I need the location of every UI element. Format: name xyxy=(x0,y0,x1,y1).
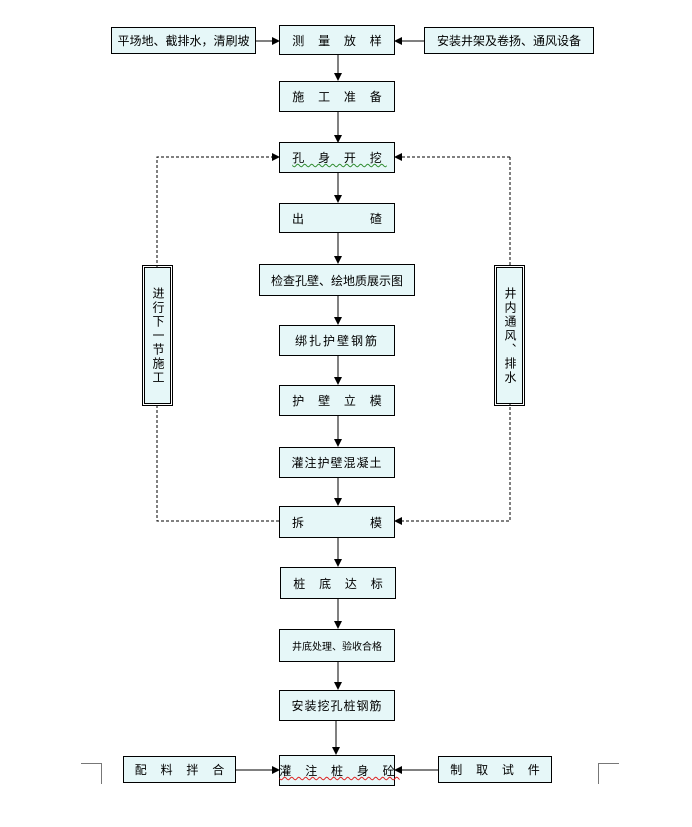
box-muck-out-right: 碴 xyxy=(369,211,382,226)
box-rebar-binding: 绑扎护壁钢筋 xyxy=(279,325,395,356)
box-inspect-wall: 检查孔壁、绘地质展示图 xyxy=(259,264,415,296)
box-hole-excavation: 孔 身 开 挖 xyxy=(279,142,395,173)
box-make-specimens: 制 取 试 件 xyxy=(438,756,552,783)
box-muck-out-left: 出 xyxy=(292,211,305,226)
box-pour-pile-body-label: 灌 注 桩 身 砼 xyxy=(279,764,400,778)
box-hole-excavation-label: 孔 身 开 挖 xyxy=(292,151,387,165)
box-ventilation-drainage: 井内通风、排水 xyxy=(494,265,525,406)
box-muck-out: 出 碴 xyxy=(279,203,395,233)
box-wall-formwork: 护 壁 立 模 xyxy=(279,385,395,416)
box-pour-wall-concrete: 灌注护壁混凝土 xyxy=(279,447,395,478)
box-mix-materials: 配 料 拌 合 xyxy=(123,756,236,783)
box-demold: 拆 模 xyxy=(279,506,395,538)
box-install-pile-rebar: 安装挖孔桩钢筋 xyxy=(279,690,395,721)
box-next-section: 进行下一节施工 xyxy=(142,265,173,406)
dashed-loop-left xyxy=(156,153,280,522)
box-survey: 测 量 放 样 xyxy=(279,25,395,55)
crop-mark-right xyxy=(598,763,619,784)
box-demold-right: 模 xyxy=(369,515,382,530)
box-pile-bottom: 桩 底 达 标 xyxy=(280,567,396,599)
box-bottom-treatment: 井底处理、验收合格 xyxy=(279,629,395,662)
box-demold-left: 拆 xyxy=(292,515,305,530)
box-install-equipment: 安装井架及卷扬、通风设备 xyxy=(424,27,594,54)
box-pour-pile-body: 灌 注 桩 身 砼 xyxy=(279,755,395,786)
box-site-prep: 平场地、截排水，清刷坡 xyxy=(111,27,256,54)
dashed-loop-right xyxy=(394,157,511,525)
box-construction-prep: 施 工 准 备 xyxy=(279,81,395,112)
crop-mark-left xyxy=(81,763,102,784)
